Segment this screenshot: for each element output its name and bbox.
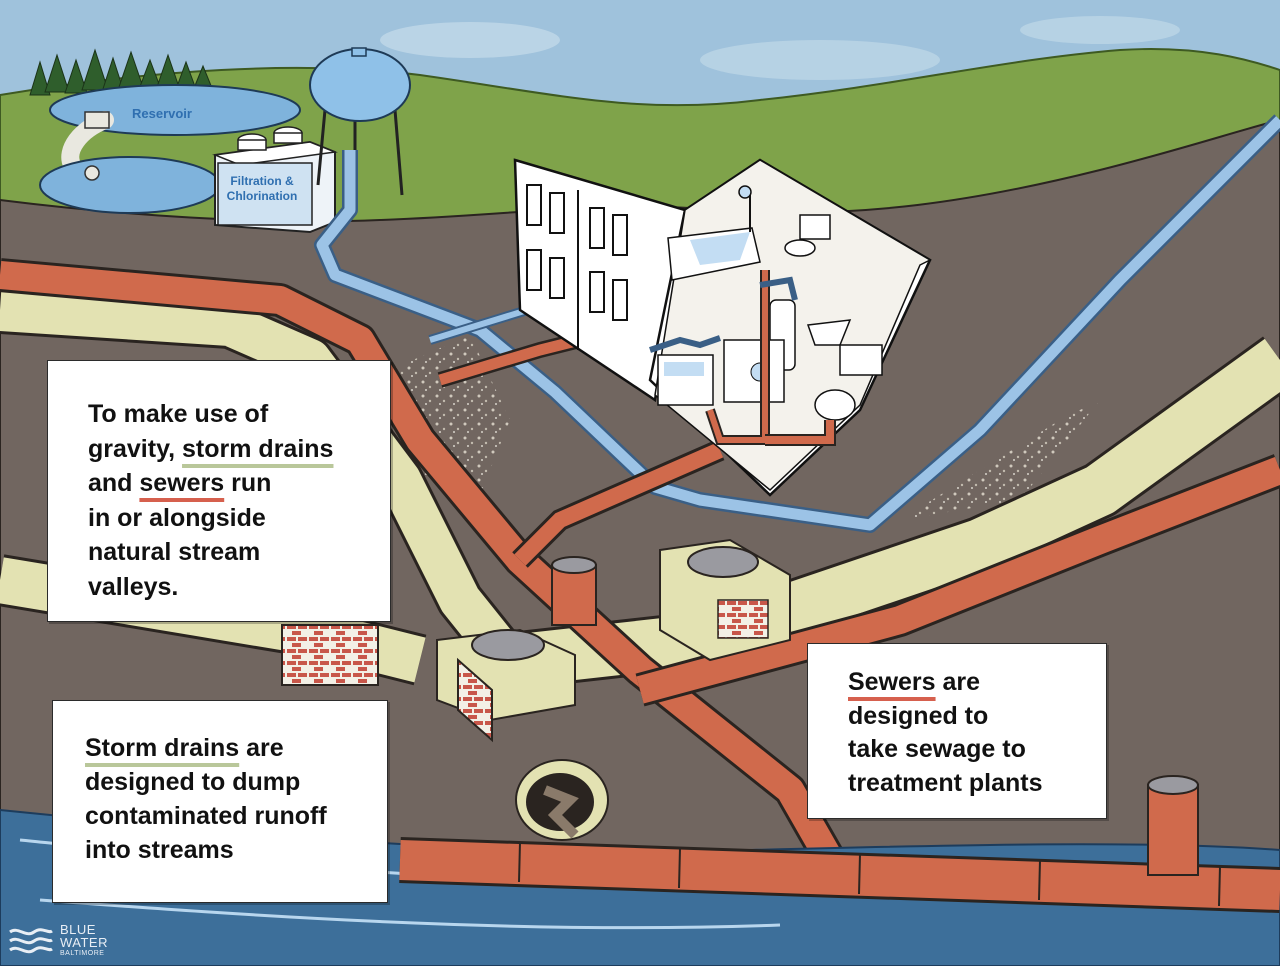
term-sewers-heading: Sewers [848,668,936,696]
gravity-line2: gravity, storm drains [88,432,390,467]
gravity-line2-text: gravity, [88,434,183,463]
reservoir-label: Reservoir [132,106,192,121]
blue-water-baltimore-logo: BLUE WATER BALTIMORE [8,922,128,962]
sewers-line1-tail: are [935,668,981,696]
brick-manhole-center [436,628,576,743]
sewer-pipes [0,258,1280,869]
gravity-line3: and sewers run [88,466,390,501]
term-storm-drains: storm drains [182,434,334,463]
logo-word-water: WATER [60,935,108,950]
stream-manhole-riser [1147,784,1199,876]
storm-line3: contaminated runoff [85,802,327,830]
sewers-line2: designed to [848,701,989,730]
term-sewers: sewers [139,469,225,497]
storm-line1: Storm drains are [85,731,387,765]
sewers-line3: take sewage to [848,735,1026,763]
brick-inlet-left [281,624,379,686]
sewers-line1: Sewers are [848,666,1106,700]
house [513,158,932,497]
storm-line2: designed to dump [85,768,301,796]
callout-storm-drains: Storm drains are designed to dump contam… [52,700,388,903]
storm-line1-tail: are [239,734,284,762]
brick-manhole-right [659,538,791,662]
term-storm-drains-heading: Storm drains [85,734,240,762]
callout-sewers: Sewers are designed to take sewage to tr… [807,643,1107,819]
gravity-line4: in or alongside [88,503,266,532]
gravity-line6: valleys. [88,572,179,601]
gravity-line5: natural stream [88,538,261,566]
sewers-line4: treatment plants [848,768,1043,797]
storm-line4: into streams [85,836,234,864]
gravity-line3-text: and [88,469,140,497]
logo-word-blue: BLUE [60,922,96,937]
filtration-plant [212,126,338,234]
callout-gravity: To make use of gravity, storm drains and… [47,360,391,622]
treatment-pond [39,156,221,214]
gravity-line1: To make use of [88,400,269,428]
filtration-label-line1: Filtration & [230,174,294,188]
logo-word-baltimore: BALTIMORE [60,950,105,957]
filtration-label-line2: Chlorination [227,189,298,203]
gravity-line3-tail: run [224,469,272,497]
waves-icon [9,928,53,954]
